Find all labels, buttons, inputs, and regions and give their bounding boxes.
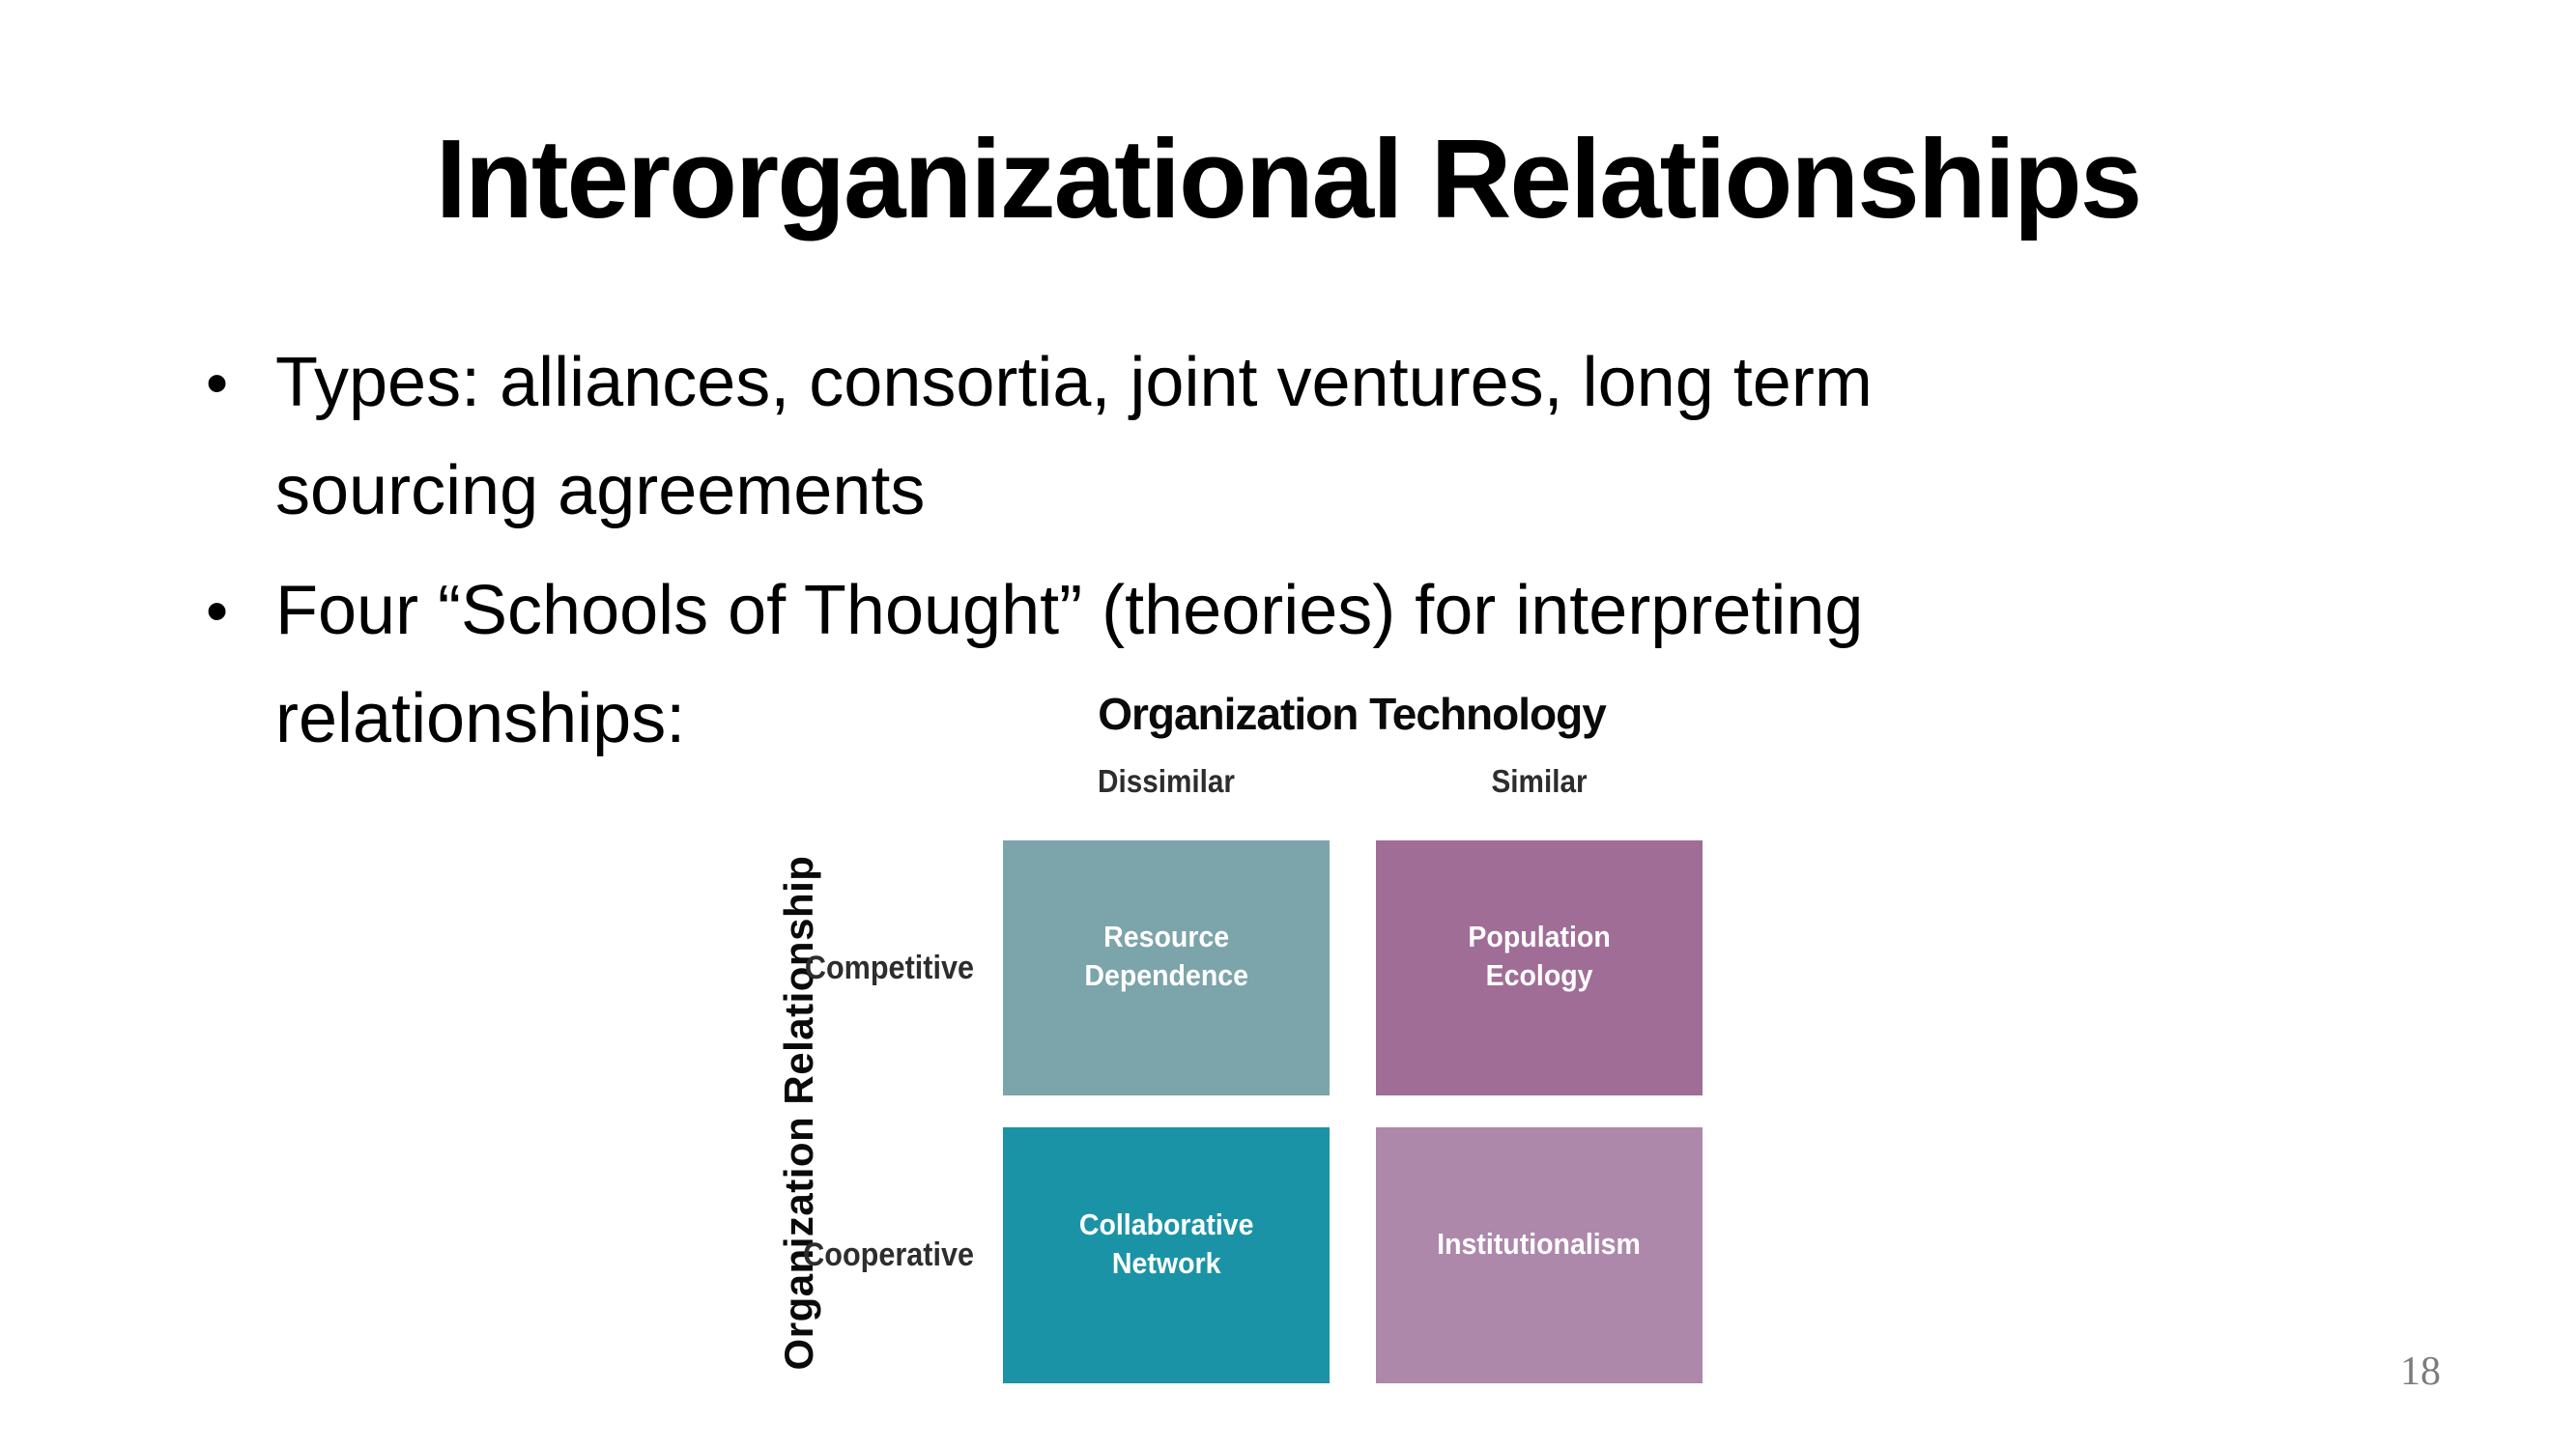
matrix-cell-label-line: Population xyxy=(1468,920,1611,953)
matrix-cell-label: Resource Dependence xyxy=(1084,918,1248,995)
bullet-list: • Types: alliances, consortia, joint ven… xyxy=(206,328,1873,773)
page-number: 18 xyxy=(2400,1350,2441,1394)
bullet-text-line: relationships: xyxy=(275,680,686,757)
bullet-text-line: Types: alliances, consortia, joint ventu… xyxy=(275,344,1873,421)
matrix-cell-label: Collaborative Network xyxy=(1079,1206,1254,1283)
matrix-cell-label-line: Resource xyxy=(1102,920,1229,953)
matrix-cell-collaborative-network: Collaborative Network xyxy=(1003,1127,1330,1383)
row-label-competitive: Competitive xyxy=(804,950,974,986)
page-title: Interorganizational Relationships xyxy=(435,116,2142,242)
matrix-cell-label-line: Institutionalism xyxy=(1437,1226,1642,1261)
bullet-icon: • xyxy=(206,347,229,418)
bullet-text: Four “Schools of Thought” (theories) for… xyxy=(275,556,1863,773)
matrix-cell-label: Institutionalism xyxy=(1438,1225,1642,1264)
bullet-text-line: Four “Schools of Thought” (theories) for… xyxy=(275,572,1864,649)
matrix-cell-label: Population Ecology xyxy=(1468,918,1610,995)
matrix-cell-label-line: Dependence xyxy=(1084,958,1248,992)
matrix-cell-label-line: Ecology xyxy=(1485,958,1593,992)
bullet-icon: • xyxy=(206,575,229,646)
bullet-text-line: sourcing agreements xyxy=(275,452,926,529)
row-label-cooperative: Cooperative xyxy=(803,1236,974,1273)
matrix-cell-institutionalism: Institutionalism xyxy=(1376,1127,1703,1383)
matrix-cell-resource-dependence: Resource Dependence xyxy=(1003,840,1330,1095)
bullet-text: Types: alliances, consortia, joint ventu… xyxy=(275,328,1873,545)
column-label-similar: Similar xyxy=(1491,763,1588,799)
column-axis-title: Organization Technology xyxy=(1098,689,1607,739)
matrix-cell-label-line: Collaborative xyxy=(1078,1207,1254,1241)
row-axis-title: Organization Relationship xyxy=(776,855,821,1371)
matrix-cell-label-line: Network xyxy=(1111,1245,1221,1280)
bullet-item-types: • Types: alliances, consortia, joint ven… xyxy=(206,328,1873,545)
matrix-cell-population-ecology: Population Ecology xyxy=(1376,840,1703,1095)
bullet-item-schools-of-thought: • Four “Schools of Thought” (theories) f… xyxy=(206,556,1873,773)
column-label-dissimilar: Dissimilar xyxy=(1098,763,1235,799)
